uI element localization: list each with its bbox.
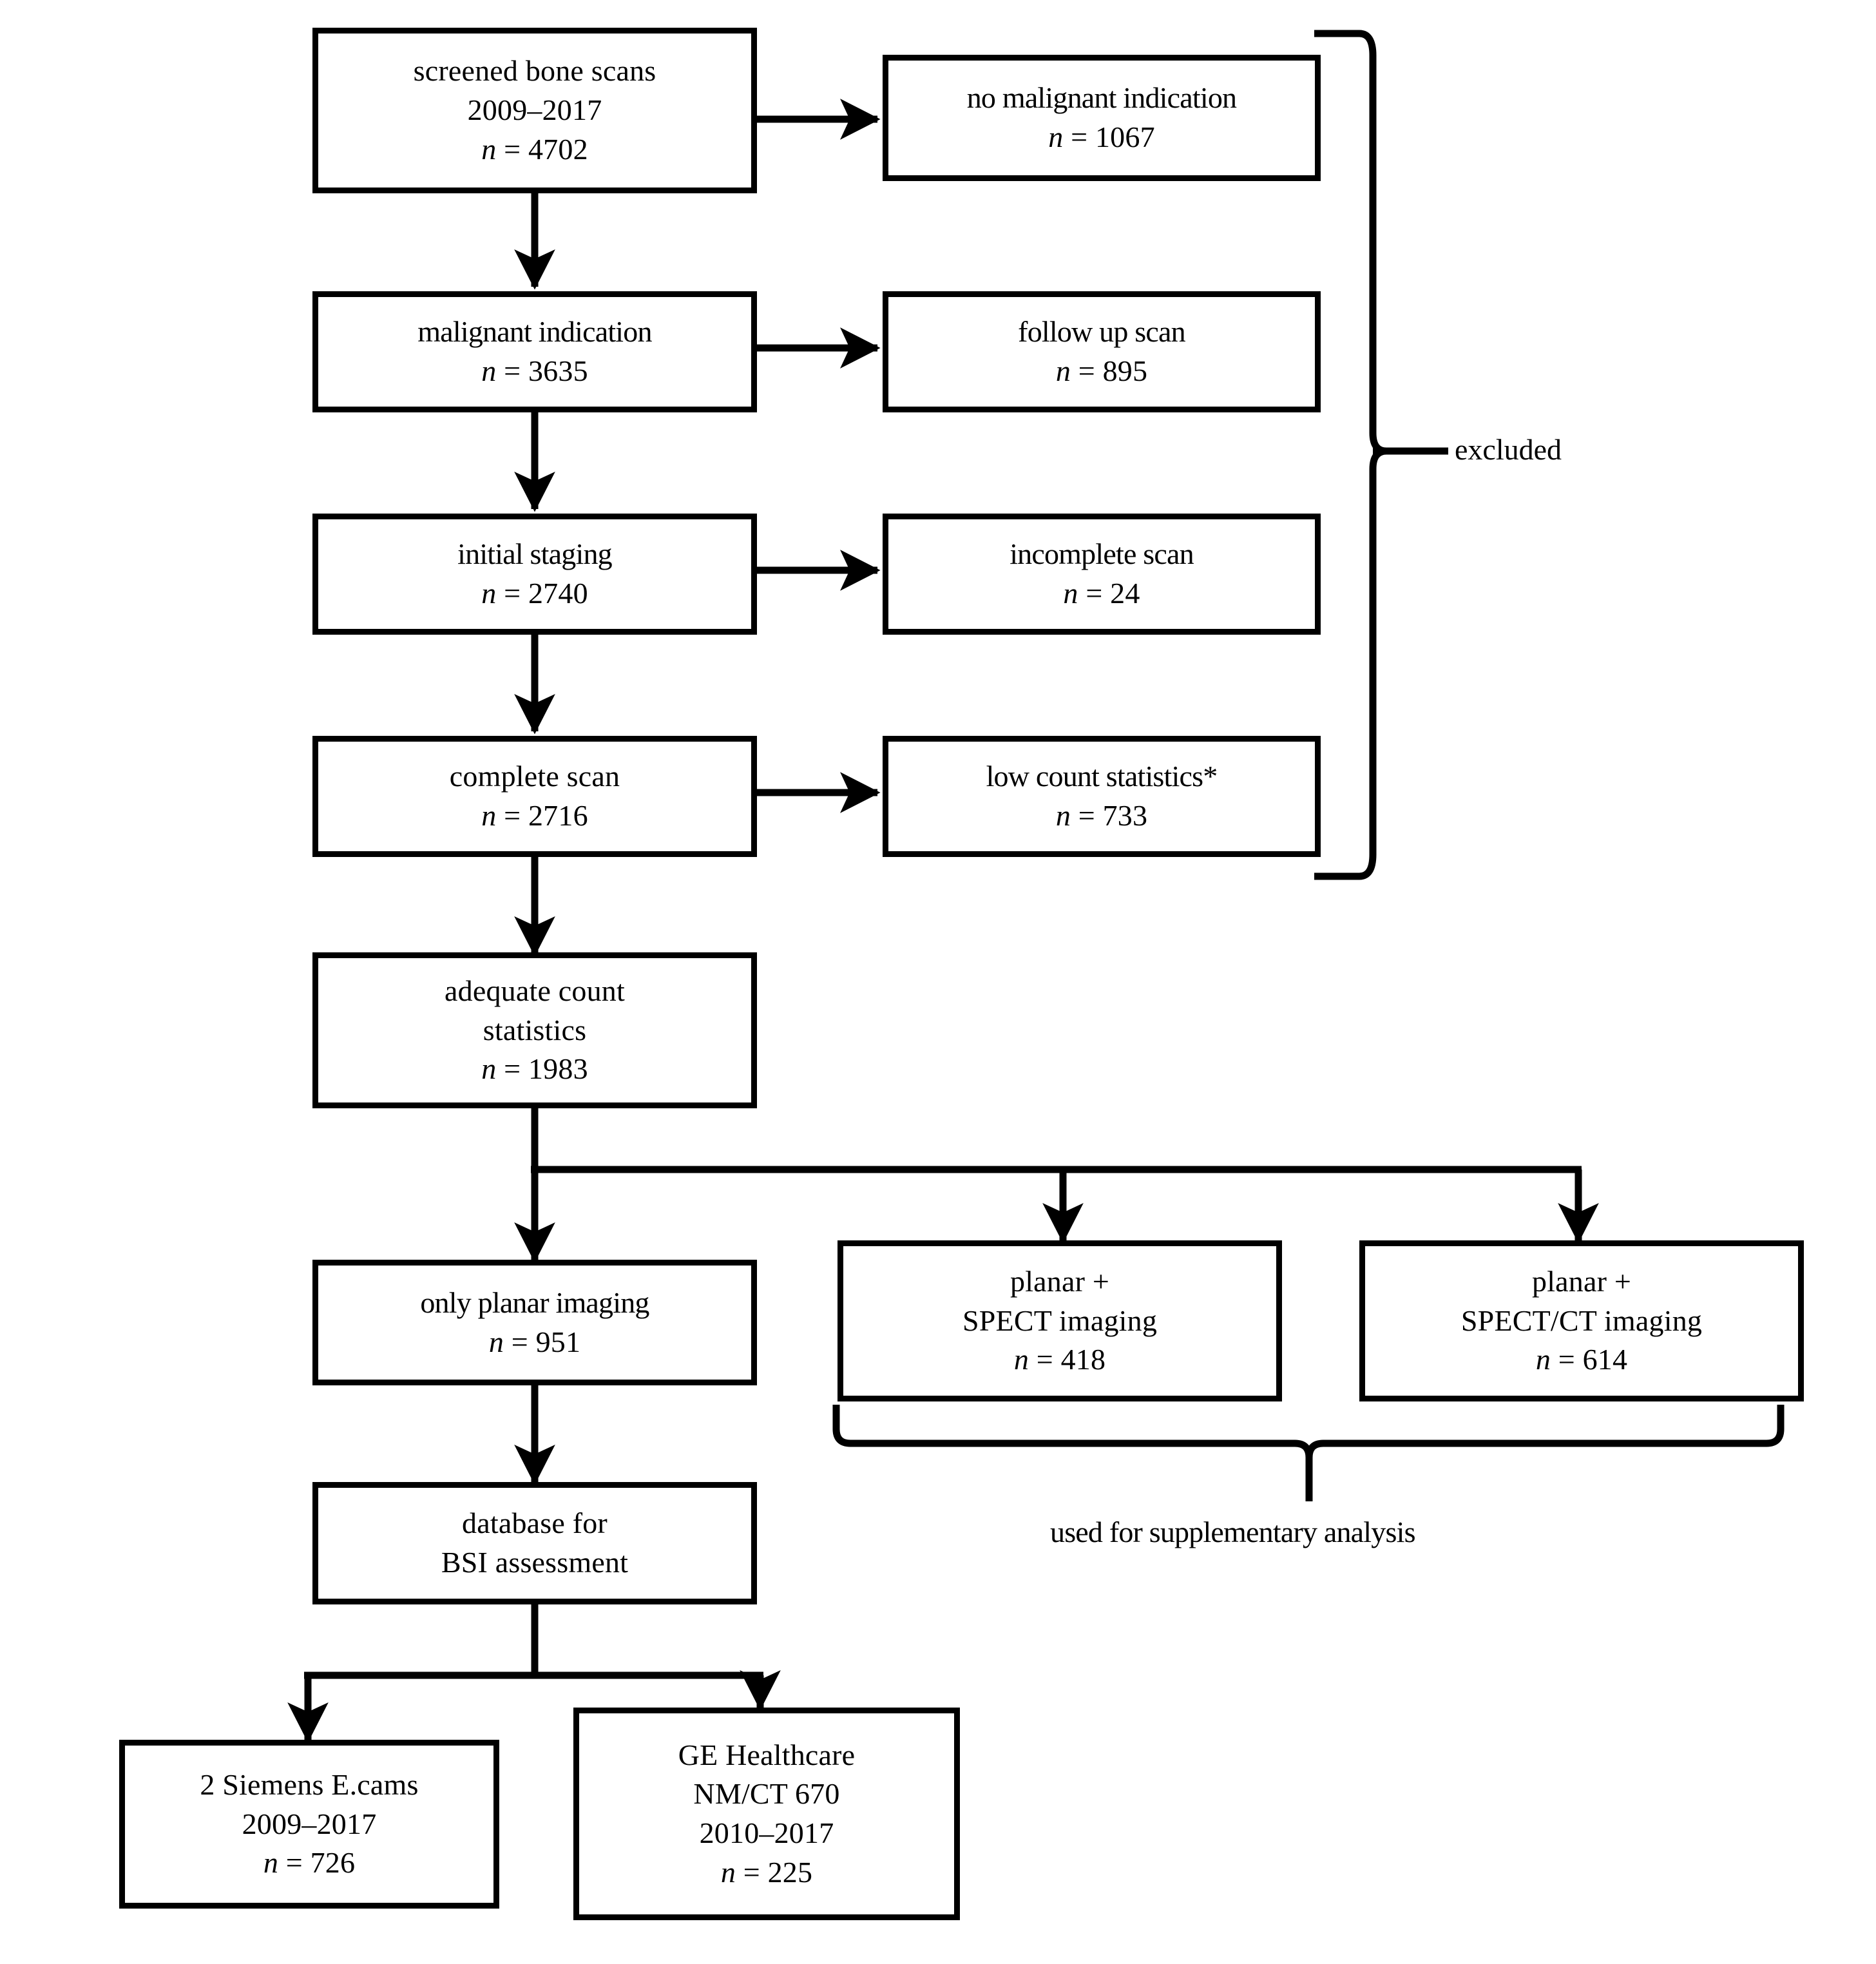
node-count: n = 1067	[1048, 120, 1155, 153]
node-line: BSI assessment	[441, 1546, 629, 1579]
node-line: no malignant indication	[966, 81, 1237, 115]
node-line: database for	[462, 1507, 608, 1540]
node-count: n = 733	[1055, 799, 1148, 832]
node-count: n = 2716	[481, 799, 588, 832]
node-line: initial staging	[457, 537, 613, 571]
node-initial-staging[interactable]: initial staging n = 2740	[312, 514, 757, 635]
node-line: SPECT/CT imaging	[1460, 1304, 1703, 1337]
node-line: adequate count	[445, 974, 625, 1007]
node-line: NM/CT 670	[693, 1777, 840, 1811]
node-complete-scan[interactable]: complete scan n = 2716	[312, 736, 757, 857]
node-line: low count statistics*	[986, 760, 1218, 793]
node-line: statistics	[483, 1013, 587, 1046]
node-line: SPECT imaging	[962, 1304, 1158, 1337]
node-count: n = 225	[720, 1855, 813, 1889]
node-line: follow up scan	[1018, 315, 1185, 349]
node-count: n = 1983	[481, 1052, 588, 1086]
node-only-planar-imaging[interactable]: only planar imaging n = 951	[312, 1260, 757, 1385]
node-line: 2009–2017	[242, 1807, 377, 1840]
excluded-brace	[1314, 30, 1387, 880]
node-count: n = 3635	[481, 354, 588, 387]
node-planar-plus-spect-ct-imaging[interactable]: planar + SPECT/CT imaging n = 614	[1359, 1240, 1804, 1401]
node-line: screened bone scans	[413, 54, 656, 88]
node-line: malignant indication	[417, 315, 652, 349]
node-line: 2009–2017	[467, 93, 602, 127]
node-count: n = 2740	[481, 577, 588, 610]
supplementary-brace	[832, 1405, 1785, 1458]
node-no-malignant-indication[interactable]: no malignant indication n = 1067	[883, 55, 1321, 181]
node-line: incomplete scan	[1010, 537, 1194, 571]
node-planar-plus-spect-imaging[interactable]: planar + SPECT imaging n = 418	[838, 1240, 1282, 1401]
node-line: planar +	[1532, 1264, 1631, 1298]
node-database-for-bsi-assessment[interactable]: database for BSI assessment	[312, 1482, 757, 1604]
node-siemens-ecams[interactable]: 2 Siemens E.cams 2009–2017 n = 726	[119, 1740, 499, 1909]
node-line: complete scan	[449, 760, 620, 793]
node-line: planar +	[1010, 1264, 1109, 1298]
supplementary-analysis-label: used for supplementary analysis	[1050, 1516, 1415, 1548]
node-incomplete-scan[interactable]: incomplete scan n = 24	[883, 514, 1321, 635]
excluded-label: excluded	[1455, 433, 1562, 466]
node-malignant-indication[interactable]: malignant indication n = 3635	[312, 291, 757, 412]
node-follow-up-scan[interactable]: follow up scan n = 895	[883, 291, 1321, 412]
node-count: n = 726	[263, 1846, 356, 1880]
node-count: n = 418	[1013, 1343, 1106, 1376]
node-count: n = 951	[488, 1325, 581, 1358]
node-line: 2 Siemens E.cams	[200, 1767, 419, 1801]
node-low-count-statistics[interactable]: low count statistics* n = 733	[883, 736, 1321, 857]
node-count: n = 895	[1055, 354, 1148, 387]
node-count: n = 614	[1535, 1343, 1628, 1376]
node-line: only planar imaging	[420, 1285, 649, 1319]
node-count: n = 24	[1063, 577, 1140, 610]
node-line: GE Healthcare	[678, 1738, 856, 1771]
node-count: n = 4702	[481, 132, 588, 166]
node-ge-healthcare-nmct670[interactable]: GE Healthcare NM/CT 670 2010–2017 n = 22…	[573, 1708, 960, 1920]
node-line: 2010–2017	[699, 1816, 834, 1849]
node-adequate-count-statistics[interactable]: adequate count statistics n = 1983	[312, 952, 757, 1108]
node-screened-bone-scans[interactable]: screened bone scans 2009–2017 n = 4702	[312, 28, 757, 193]
